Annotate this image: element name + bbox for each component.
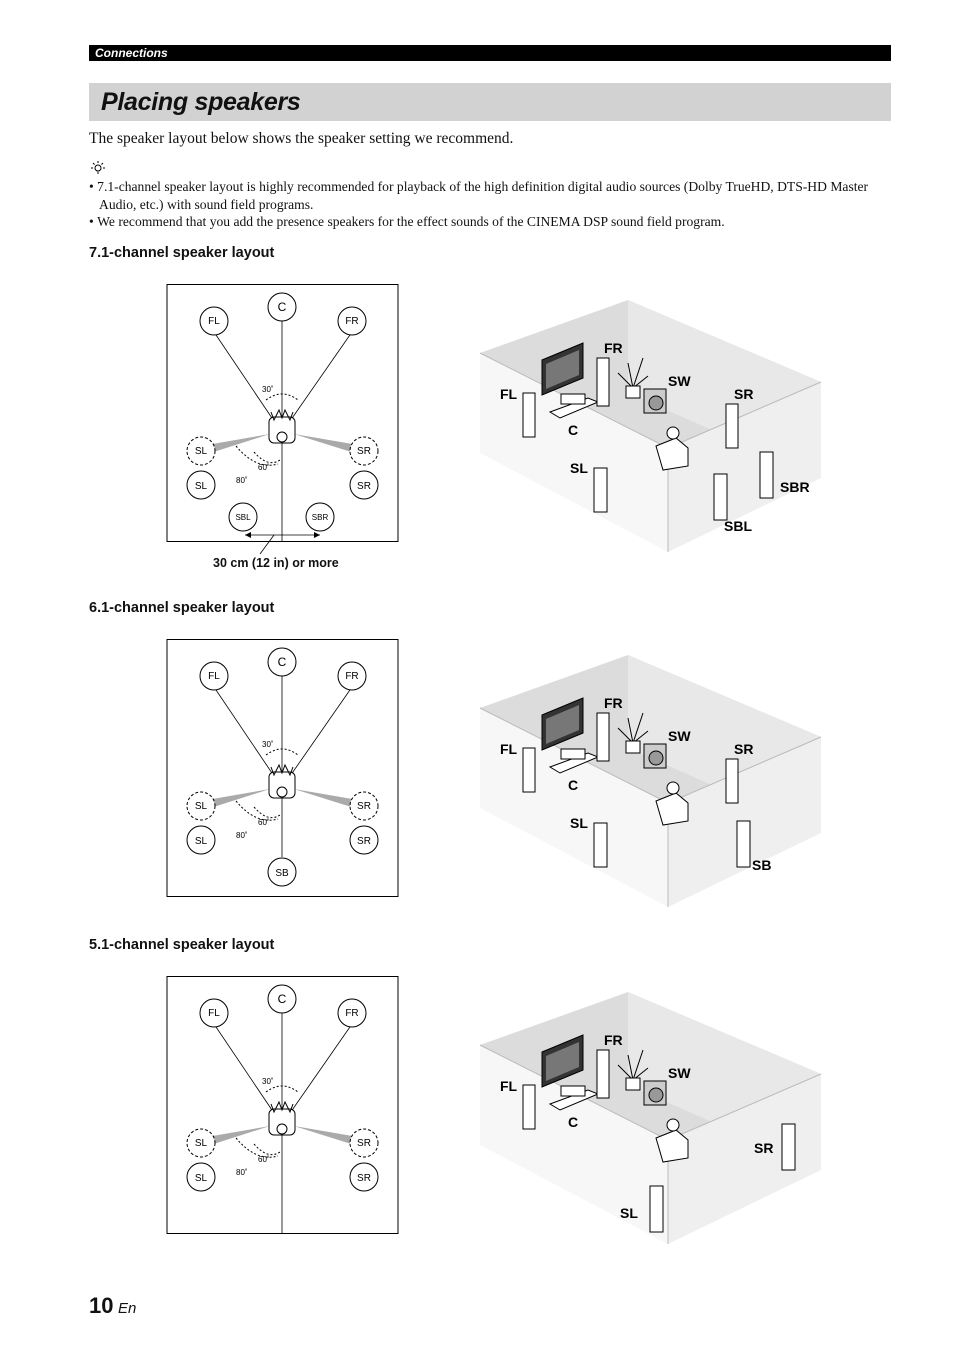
speaker-fr: FR xyxy=(345,1008,358,1019)
page-number: 10 xyxy=(89,1293,114,1318)
angle-label: 30˚ xyxy=(262,740,274,749)
room-label: SW xyxy=(668,373,691,389)
speaker-sbr: SBR xyxy=(312,513,329,522)
speaker-c: C xyxy=(278,992,287,1006)
speaker-sr-alt: SR xyxy=(357,801,371,812)
speaker-c: C xyxy=(278,300,287,314)
room-label: SL xyxy=(570,815,588,831)
room-illustration-5-1: FR SW FL C SR SL xyxy=(479,992,822,1244)
room-label: SB xyxy=(752,857,771,873)
plan-diagram-5-1: 30˚ 60˚ 80˚ FL C FR SL SR SL SR xyxy=(166,976,399,1234)
angle-label: 60˚ xyxy=(258,1155,270,1164)
speaker-fl: FL xyxy=(208,316,220,327)
section-header: Connections xyxy=(89,45,891,61)
angle-label: 60˚ xyxy=(258,818,270,827)
angle-label: 80˚ xyxy=(236,1168,248,1177)
speaker-fl: FL xyxy=(208,1008,220,1019)
speaker-sr: SR xyxy=(357,481,371,492)
heading-7-1: 7.1-channel speaker layout xyxy=(89,245,275,261)
angle-label: 80˚ xyxy=(236,831,248,840)
speaker-sl-alt: SL xyxy=(195,801,208,812)
room-label: FR xyxy=(604,340,623,356)
room-label: FR xyxy=(604,695,623,711)
speaker-fr: FR xyxy=(345,316,358,327)
angle-label: 30˚ xyxy=(262,1077,274,1086)
title-bar: Placing speakers xyxy=(89,83,891,121)
room-label: C xyxy=(568,777,578,793)
speaker-fr: FR xyxy=(345,671,358,682)
speaker-sl-alt: SL xyxy=(195,446,208,457)
distance-caption: 30 cm (12 in) or more xyxy=(213,556,339,570)
room-label: FR xyxy=(604,1032,623,1048)
speaker-fl: FL xyxy=(208,671,220,682)
speaker-sr-alt: SR xyxy=(357,446,371,457)
room-label: C xyxy=(568,422,578,438)
page-title: Placing speakers xyxy=(101,88,301,116)
room-label: SL xyxy=(620,1205,638,1221)
room-label: SW xyxy=(668,728,691,744)
room-label: SW xyxy=(668,1065,691,1081)
plan-diagram-6-1: 30˚ 60˚ 80˚ FL C FR SL SR SL SR SB xyxy=(166,639,399,897)
plan-diagram-7-1: 30˚ 60˚ 80˚ FL C FR SL SR SL SR SBL SBR xyxy=(166,284,399,555)
section-label: Connections xyxy=(95,46,168,60)
page-lang: En xyxy=(118,1300,137,1317)
room-label: SR xyxy=(734,386,753,402)
room-label: SBR xyxy=(780,479,810,495)
speaker-sr: SR xyxy=(357,836,371,847)
room-label: FL xyxy=(500,386,518,402)
room-illustration-7-1: FR SW FL SR C SL SBR SBL xyxy=(479,300,822,552)
speaker-sbl: SBL xyxy=(235,513,251,522)
heading-5-1: 5.1-channel speaker layout xyxy=(89,937,275,953)
room-label: SR xyxy=(754,1140,773,1156)
room-label: C xyxy=(568,1114,578,1130)
room-label: FL xyxy=(500,741,518,757)
room-label: SBL xyxy=(724,518,752,534)
angle-label: 80˚ xyxy=(236,476,248,485)
speaker-sb: SB xyxy=(275,868,289,879)
angle-label: 60˚ xyxy=(258,463,270,472)
tip-lightbulb-icon xyxy=(91,161,105,174)
room-label: SR xyxy=(734,741,753,757)
intro-text: The speaker layout below shows the speak… xyxy=(89,130,514,147)
heading-6-1: 6.1-channel speaker layout xyxy=(89,600,275,616)
room-label: SL xyxy=(570,460,588,476)
tip-item: We recommend that you add the presence s… xyxy=(89,213,894,231)
tip-item: 7.1-channel speaker layout is highly rec… xyxy=(89,178,894,213)
speaker-sr-alt: SR xyxy=(357,1138,371,1149)
angle-label: 30˚ xyxy=(262,385,274,394)
room-illustration-6-1: FR SW FL SR C SL SB xyxy=(479,655,822,907)
speaker-sl: SL xyxy=(195,836,208,847)
speaker-sl: SL xyxy=(195,1173,208,1184)
tips-list: 7.1-channel speaker layout is highly rec… xyxy=(89,178,894,231)
speaker-sl-alt: SL xyxy=(195,1138,208,1149)
speaker-sr: SR xyxy=(357,1173,371,1184)
speaker-sl: SL xyxy=(195,481,208,492)
speaker-c: C xyxy=(278,655,287,669)
room-label: FL xyxy=(500,1078,518,1094)
